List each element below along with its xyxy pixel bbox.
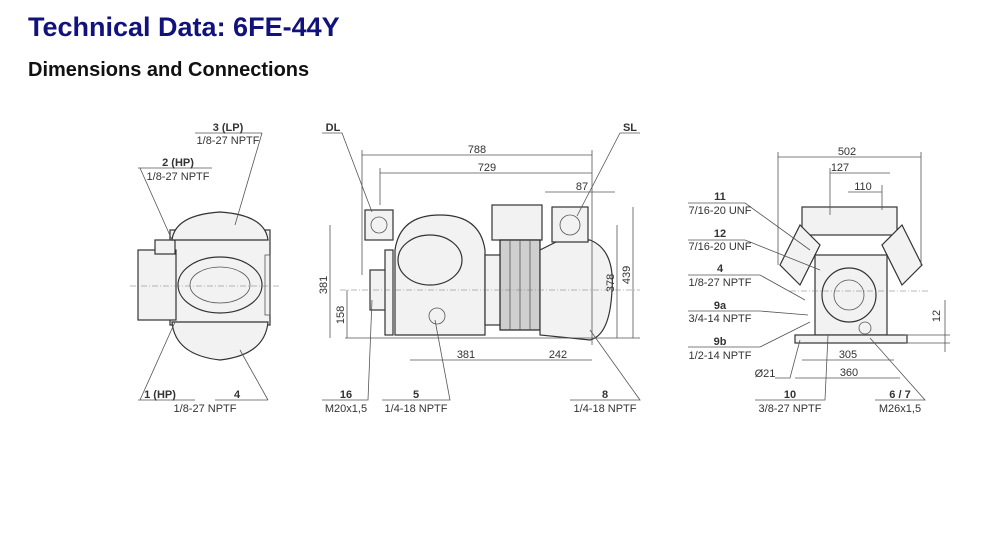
dim-439: 439 xyxy=(621,266,633,284)
connection-6-7-thread: M26x1,5 xyxy=(879,403,921,415)
dim-360: 360 xyxy=(840,367,858,379)
connection-3-label: 3 (LP) xyxy=(213,122,244,134)
dim-127: 127 xyxy=(831,162,849,174)
dl-label: DL xyxy=(326,122,341,134)
dim-502: 502 xyxy=(838,146,856,158)
dim-dia21: Ø21 xyxy=(755,368,776,380)
dim-729: 729 xyxy=(478,162,496,174)
connection-16-label: 16 xyxy=(340,389,352,401)
side-view-drawing xyxy=(322,132,641,401)
sl-label: SL xyxy=(623,122,637,134)
connection-11-label: 11 xyxy=(714,191,726,203)
dim-87: 87 xyxy=(576,181,588,193)
dim-788: 788 xyxy=(468,144,486,156)
dim-242: 242 xyxy=(549,349,567,361)
connection-8-label: 8 xyxy=(602,389,608,401)
connection-9b-thread: 1/2-14 NPTF xyxy=(689,350,752,362)
page-title: Technical Data: 6FE-44Y xyxy=(28,12,340,42)
connection-10-label: 10 xyxy=(784,389,796,401)
connection-1-4-thread: 1/8-27 NPTF xyxy=(174,403,237,415)
connection-9a-thread: 3/4-14 NPTF xyxy=(689,313,752,325)
connection-4-label: 4 xyxy=(234,389,241,401)
end-view-drawing xyxy=(688,152,950,401)
dim-12: 12 xyxy=(931,310,943,322)
dim-378: 378 xyxy=(605,274,617,292)
dim-381-horizontal: 381 xyxy=(457,349,475,361)
left-view-drawing xyxy=(130,132,280,401)
connection-4-end-thread: 1/8-27 NPTF xyxy=(689,277,752,289)
connection-2-thread: 1/8-27 NPTF xyxy=(147,171,210,183)
dim-305: 305 xyxy=(839,349,857,361)
connection-8-thread: 1/4-18 NPTF xyxy=(574,403,637,415)
connection-3-thread: 1/8-27 NPTF xyxy=(197,135,260,147)
connection-1-label: 1 (HP) xyxy=(144,389,176,401)
connection-4-end-label: 4 xyxy=(717,263,724,275)
connection-6-7-label: 6 / 7 xyxy=(889,389,910,401)
dim-158: 158 xyxy=(335,306,347,324)
dim-110: 110 xyxy=(854,181,872,193)
connection-16-thread: M20x1,5 xyxy=(325,403,367,415)
connection-10-thread: 3/8-27 NPTF xyxy=(759,403,822,415)
connection-11-thread: 7/16-20 UNF xyxy=(689,205,752,217)
section-title: Dimensions and Connections xyxy=(28,59,310,81)
connection-2-label: 2 (HP) xyxy=(162,157,194,169)
connection-5-label: 5 xyxy=(413,389,419,401)
connection-12-label: 12 xyxy=(714,228,726,240)
connection-9b-label: 9b xyxy=(714,336,727,348)
dim-381-vertical: 381 xyxy=(318,276,330,294)
connection-9a-label: 9a xyxy=(714,300,727,312)
connection-5-thread: 1/4-18 NPTF xyxy=(385,403,448,415)
connection-12-thread: 7/16-20 UNF xyxy=(689,241,752,253)
